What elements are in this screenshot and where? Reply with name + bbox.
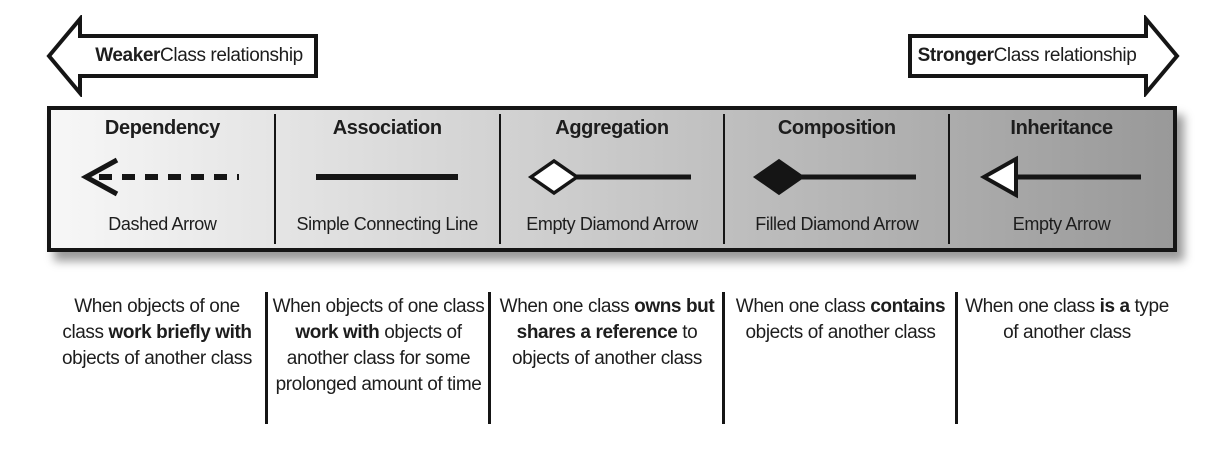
column-title: Dependency <box>104 117 220 139</box>
column-divider <box>723 114 726 244</box>
filled-diamond-arrow-icon <box>752 158 916 196</box>
column-composition: Composition Filled Diamond Arrow <box>725 110 948 248</box>
column-label: Empty Arrow <box>1012 214 1111 234</box>
column-title: Aggregation <box>555 117 669 139</box>
description-divider <box>265 292 268 424</box>
description-divider <box>722 292 725 424</box>
column-inheritance: Inheritance Empty Arrow <box>950 110 1173 248</box>
description-composition: When one class contains objects of anoth… <box>735 296 946 343</box>
stronger-relationship-arrow: Stronger Class relationship <box>906 15 1180 97</box>
column-title: Inheritance <box>1010 117 1113 139</box>
column-title: Association <box>332 117 442 139</box>
empty-diamond-arrow-icon <box>527 158 691 196</box>
description-dependency: When objects of one class work briefly w… <box>61 296 252 369</box>
empty-triangle-arrow-icon <box>979 155 1141 199</box>
column-divider <box>948 114 951 244</box>
left-arrow-icon <box>46 15 318 97</box>
column-label: Filled Diamond Arrow <box>755 214 919 234</box>
relationship-strip: Dependency Dashed Arrow Association Simp… <box>47 106 1177 252</box>
description-association: When objects of one class work with obje… <box>272 296 485 395</box>
stronger-arrow-label: Stronger Class relationship <box>917 45 1137 66</box>
description-divider <box>955 292 958 424</box>
right-arrow-icon <box>908 15 1180 97</box>
dashed-arrow-icon <box>81 157 240 197</box>
description-aggregation: When one class owns but shares a referen… <box>499 296 715 369</box>
column-label: Dashed Arrow <box>108 214 217 234</box>
simple-line-icon <box>316 174 459 180</box>
weaker-arrow-label: Weaker Class relationship <box>95 45 303 66</box>
column-title: Composition <box>777 117 896 139</box>
description-inheritance: When one class is a type of another clas… <box>965 296 1169 343</box>
description-divider <box>488 292 491 424</box>
column-divider <box>273 114 276 244</box>
column-association: Association Simple Connecting Line <box>276 110 499 248</box>
column-dependency: Dependency Dashed Arrow <box>51 110 274 248</box>
column-label: Empty Diamond Arrow <box>526 214 698 234</box>
column-aggregation: Aggregation Empty Diamond Arrow <box>501 110 724 248</box>
column-label: Simple Connecting Line <box>296 214 479 234</box>
weaker-relationship-arrow: Weaker Class relationship <box>46 15 320 97</box>
column-divider <box>498 114 501 244</box>
